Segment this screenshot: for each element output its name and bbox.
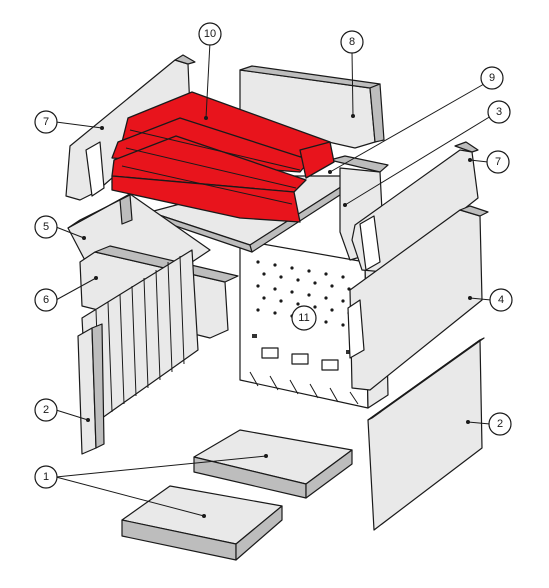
perforation-dot bbox=[341, 323, 345, 327]
perforation-dot bbox=[313, 305, 317, 309]
callout-6-label: 6 bbox=[43, 294, 49, 306]
firebox-perforations bbox=[256, 260, 351, 327]
callout-5-label: 5 bbox=[43, 221, 49, 233]
perforation-dot bbox=[256, 284, 260, 288]
perforation-dot bbox=[273, 263, 277, 267]
callout-3[interactable]: 3 bbox=[487, 100, 511, 124]
callout-9-label: 9 bbox=[489, 72, 495, 84]
part-1-floor-slab-upper[interactable] bbox=[193, 429, 353, 499]
perforation-dot bbox=[330, 308, 334, 312]
callout-10-label: 10 bbox=[204, 28, 216, 40]
perforation-dot bbox=[341, 299, 345, 303]
perforation-dot bbox=[296, 302, 300, 306]
part-4-right-panel[interactable] bbox=[347, 205, 489, 391]
callout-9[interactable]: 9 bbox=[480, 66, 504, 90]
callout-7-left-label: 7 bbox=[43, 116, 49, 128]
part-2-left-brick[interactable] bbox=[77, 323, 105, 455]
perforation-dot bbox=[290, 290, 294, 294]
perforation-dot bbox=[262, 272, 266, 276]
perforation-dot bbox=[273, 287, 277, 291]
callout-11[interactable]: 11 bbox=[291, 305, 317, 331]
callout-8[interactable]: 8 bbox=[340, 30, 364, 54]
callout-10[interactable]: 10 bbox=[198, 22, 222, 46]
perforation-dot bbox=[341, 275, 345, 279]
perforation-dot bbox=[330, 284, 334, 288]
callout-11-label: 11 bbox=[298, 312, 309, 324]
perforation-dot bbox=[307, 269, 311, 273]
perforation-dot bbox=[262, 296, 266, 300]
perforation-dot bbox=[256, 260, 260, 264]
perforation-dot bbox=[256, 308, 260, 312]
callout-7-left[interactable]: 7 bbox=[34, 110, 58, 134]
callout-6[interactable]: 6 bbox=[34, 288, 58, 312]
firebox-vents bbox=[249, 334, 359, 405]
callout-1-label: 1 bbox=[43, 471, 49, 483]
part-2-right-brick[interactable] bbox=[367, 337, 485, 531]
perforation-dot bbox=[296, 278, 300, 282]
perforation-dot bbox=[324, 272, 328, 276]
perforation-dot bbox=[273, 311, 277, 315]
leader-lines bbox=[55, 41, 492, 518]
perforation-dot bbox=[324, 320, 328, 324]
callout-5[interactable]: 5 bbox=[34, 215, 58, 239]
callout-3-label: 3 bbox=[496, 106, 502, 118]
callout-2-right-label: 2 bbox=[497, 418, 503, 430]
perforation-dot bbox=[290, 266, 294, 270]
callout-7-right[interactable]: 7 bbox=[486, 150, 510, 174]
part-10-baffle-highlighted[interactable] bbox=[111, 91, 335, 223]
part-1-floor-slab-lower[interactable] bbox=[121, 485, 283, 561]
callout-2-left-label: 2 bbox=[43, 404, 49, 416]
perforation-dot bbox=[313, 281, 317, 285]
callout-2-right[interactable]: 2 bbox=[488, 412, 512, 436]
callout-2-left[interactable]: 2 bbox=[34, 398, 58, 422]
perforation-dot bbox=[307, 293, 311, 297]
callout-4-label: 4 bbox=[498, 294, 504, 306]
callout-8-label: 8 bbox=[349, 36, 355, 48]
callout-7-right-label: 7 bbox=[495, 156, 501, 168]
perforation-dot bbox=[279, 275, 283, 279]
callout-1[interactable]: 1 bbox=[34, 465, 58, 489]
perforation-dot bbox=[279, 299, 283, 303]
callout-4[interactable]: 4 bbox=[489, 288, 513, 312]
perforation-dot bbox=[324, 296, 328, 300]
